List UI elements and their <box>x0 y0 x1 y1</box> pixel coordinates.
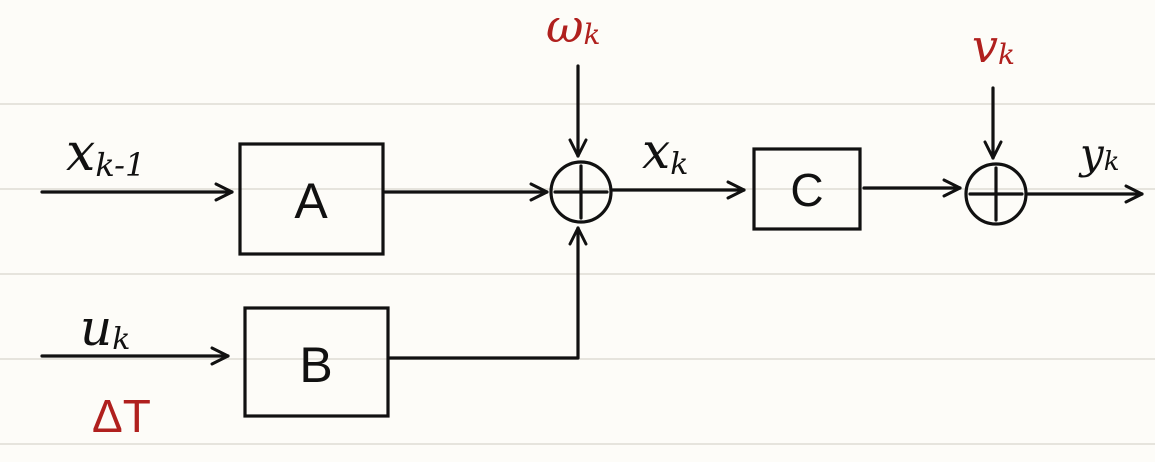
label-delta-t: ΔT <box>92 390 151 442</box>
label-x: xk <box>642 122 688 182</box>
label-y: yk <box>1078 129 1120 178</box>
arrow-b-to-sum1 <box>388 226 588 360</box>
summing-junction-1 <box>549 160 613 224</box>
block-b <box>243 306 390 418</box>
label-x-prev: xk-1 <box>66 123 145 184</box>
block-a-label: A <box>294 173 328 229</box>
label-v: vk <box>972 19 1015 73</box>
label-w: ωk <box>546 0 600 53</box>
summing-junction-2 <box>964 162 1028 226</box>
block-b-label: B <box>299 337 332 393</box>
block-c <box>752 147 862 231</box>
block-c-label: C <box>790 164 823 216</box>
block-a <box>238 142 385 256</box>
label-u: uk <box>80 299 130 357</box>
